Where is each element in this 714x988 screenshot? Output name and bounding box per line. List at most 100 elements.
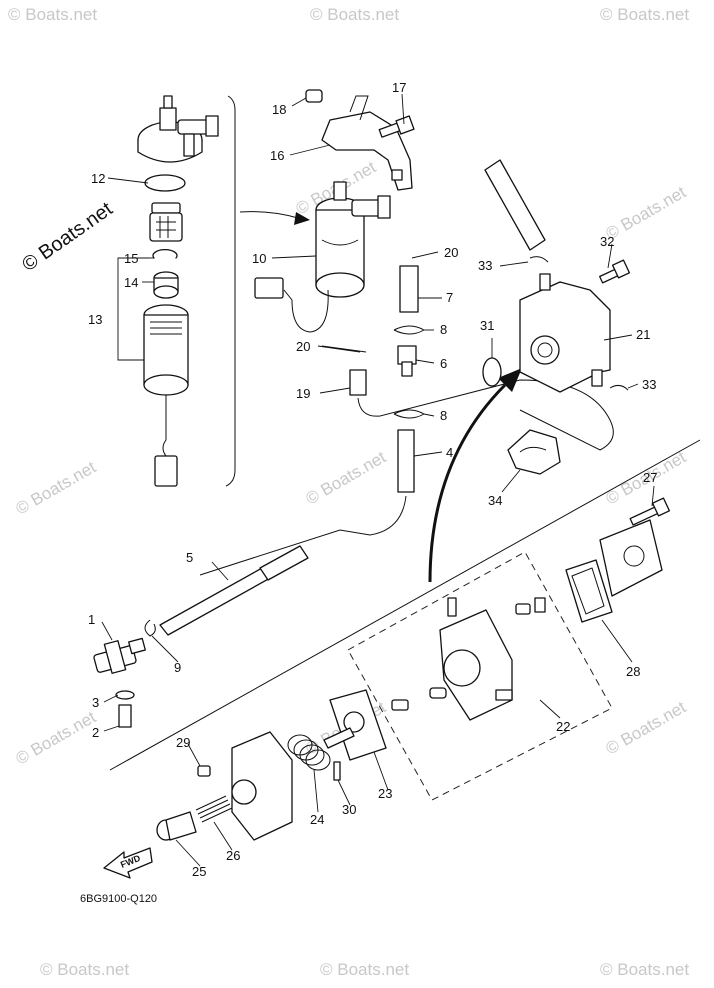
callout-23: 23 [378, 786, 392, 801]
brand-logo: © Boats.net [18, 198, 117, 276]
spring-24 [287, 734, 331, 771]
callout-7: 7 [446, 290, 453, 305]
callout-33a: 33 [478, 258, 492, 273]
fuel-line-5 [159, 545, 309, 636]
watermark: © Boats.net [320, 960, 409, 979]
watermark: © Boats.net [40, 960, 129, 979]
callout-20b: 20 [296, 339, 310, 354]
callout-8b: 8 [440, 408, 447, 423]
callout-26: 26 [226, 848, 240, 863]
primer-hose [484, 159, 546, 251]
clip-33 [529, 256, 549, 263]
callout-31: 31 [480, 318, 494, 333]
callout-32: 32 [600, 234, 614, 249]
watermark: © Boats.net [13, 457, 100, 518]
diagram-code: 6BG9100-Q120 [80, 893, 157, 905]
callout-5: 5 [186, 550, 193, 565]
callout-18: 18 [272, 102, 286, 117]
nut-14 [153, 271, 179, 299]
callout-15: 15 [124, 251, 138, 266]
clip-33b [609, 384, 629, 391]
spring-26 [195, 795, 233, 823]
arrow-head-icon [294, 212, 310, 225]
callout-14: 14 [124, 275, 138, 290]
clip-15 [152, 248, 178, 259]
callout-17: 17 [392, 80, 406, 95]
callout-30: 30 [342, 802, 356, 817]
group-22-outline [347, 551, 613, 801]
flow-arrow-head-icon [498, 368, 522, 392]
callout-16: 16 [270, 148, 284, 163]
watermark: © Boats.net [600, 960, 689, 979]
plunger-25 [156, 811, 197, 841]
callout-19: 19 [296, 386, 310, 401]
callout-20a: 20 [444, 245, 458, 260]
fwd-arrow-icon: FWD [103, 847, 153, 879]
holder-34 [507, 429, 561, 475]
callout-25: 25 [192, 864, 206, 879]
callout-9: 9 [174, 660, 181, 675]
callouts: 12 15 14 13 18 16 17 10 20 7 8 20 6 19 8… [88, 80, 657, 879]
screw-2 [118, 704, 132, 728]
bolt-32 [599, 259, 631, 284]
watermark: © Boats.net [603, 182, 690, 243]
flow-arrow-line [428, 383, 507, 583]
callout-21: 21 [636, 327, 650, 342]
watermark: © Boats.net [8, 5, 97, 24]
o-ring-31 [482, 357, 502, 387]
callout-33b: 33 [642, 377, 656, 392]
clip-9 [144, 619, 156, 637]
watermark: © Boats.net [603, 697, 690, 758]
callout-4: 4 [446, 445, 453, 460]
bolt-27 [629, 497, 671, 526]
arrow-line [239, 211, 299, 219]
callout-10: 10 [252, 251, 266, 266]
watermark: © Boats.net [303, 447, 390, 508]
fuel-filter-10 [315, 181, 391, 298]
watermark: © Boats.net [600, 5, 689, 24]
watermark: © Boats.net [13, 707, 100, 768]
callout-34: 34 [488, 493, 502, 508]
watermark-layer: © Boats.net © Boats.net © Boats.net © Bo… [8, 5, 689, 979]
hose-4 [397, 429, 415, 493]
pump-housing [231, 731, 293, 841]
callout-27: 27 [643, 470, 657, 485]
nut-29 [197, 765, 211, 777]
cover-27-plate [599, 519, 663, 597]
connector-plug [254, 277, 284, 299]
bolt-17 [378, 115, 415, 138]
hose-7 [399, 265, 419, 313]
nut-18 [305, 89, 323, 103]
callout-3: 3 [92, 695, 99, 710]
callout-2: 2 [92, 725, 99, 740]
group-bracket [225, 95, 236, 487]
callout-28: 28 [626, 664, 640, 679]
callout-24: 24 [310, 812, 324, 827]
fitting-1 [93, 637, 146, 674]
pin-30 [333, 761, 341, 781]
filter-bowl-13 [143, 304, 189, 487]
leader-lines [101, 93, 655, 867]
sensor-wire [283, 289, 329, 333]
separator-line [109, 439, 701, 771]
diaphragm-23 [323, 689, 387, 761]
callout-12: 12 [91, 171, 105, 186]
joint-19 [349, 369, 367, 396]
leader-13 [117, 257, 150, 361]
washer-3 [115, 690, 135, 700]
gasket-28 [565, 559, 613, 623]
o-ring-12 [144, 174, 186, 192]
callout-13: 13 [88, 312, 102, 327]
watermark: © Boats.net [310, 5, 399, 24]
filter-cap-exploded [137, 95, 219, 163]
clamp-8 [393, 325, 426, 335]
fuel-pump-21 [519, 273, 611, 393]
joint-6 [397, 345, 417, 377]
callout-29: 29 [176, 735, 190, 750]
callout-22: 22 [556, 719, 570, 734]
check-valve-body-22 [391, 597, 546, 721]
callout-1: 1 [88, 612, 95, 627]
hose-to-line [199, 495, 407, 576]
